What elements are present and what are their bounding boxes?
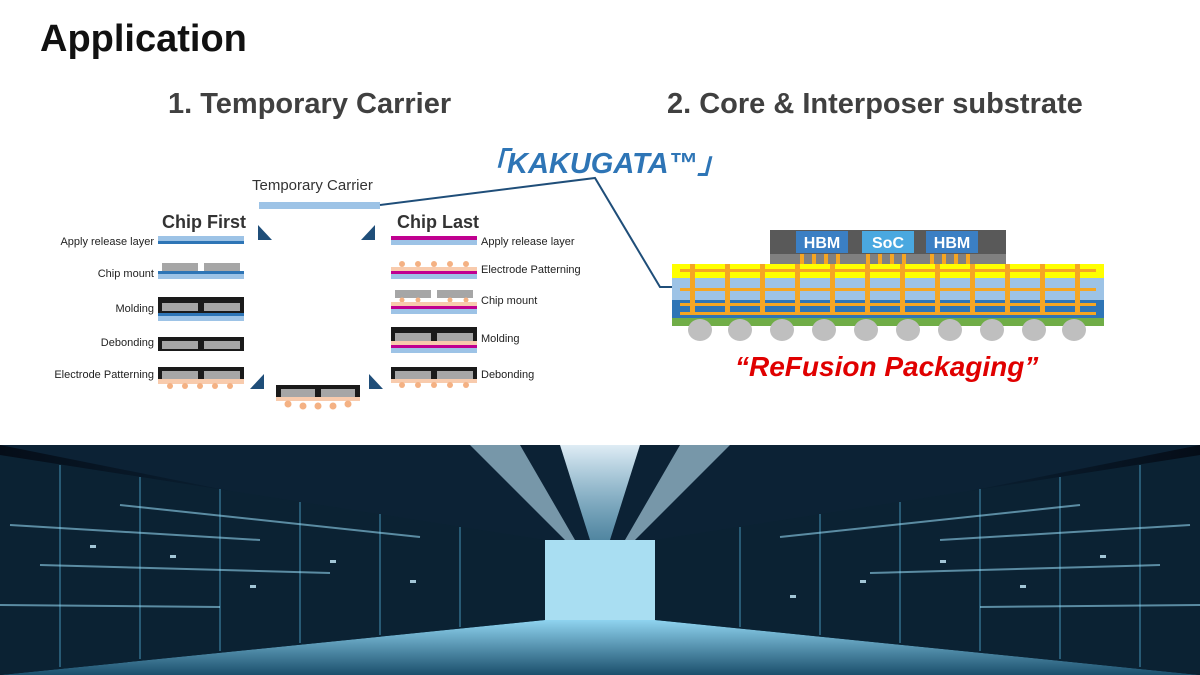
section-title-temporary-carrier: 1. Temporary Carrier [168, 88, 452, 120]
solder-balls [688, 319, 1086, 341]
arrow-to-result-right [369, 374, 383, 389]
section-title-core-interposer: 2. Core & Interposer substrate [667, 88, 1083, 120]
chip-last-step-3: Chip mount [481, 295, 538, 307]
cl-release-1 [391, 236, 477, 240]
cf-chip-5b [204, 371, 240, 379]
chip-first-step-1: Apply release layer [60, 236, 154, 248]
chip-first-heading: Chip First [162, 212, 246, 232]
cf-chip-b [204, 263, 240, 271]
cl-release-2 [391, 271, 477, 274]
cf-rdl-5 [158, 379, 244, 384]
chip-first-step-5: Electrode Patterning [54, 369, 154, 381]
data-center-photo [0, 445, 1200, 675]
cf-chip-4b [204, 341, 240, 349]
cf-chip-5a [162, 371, 198, 379]
cf-chip-3b [204, 303, 240, 311]
chip-last-heading: Chip Last [397, 212, 480, 232]
arrow-chip-first [258, 225, 272, 240]
cf-release-1 [158, 241, 244, 244]
page-title: Application [40, 18, 247, 60]
cl-chip-3b [437, 290, 473, 298]
kakugata-callout: 「KAKUGATA™」 [478, 148, 727, 180]
hbm-chip-2 [926, 231, 978, 253]
data-center-illustration [0, 445, 1200, 675]
chip-first-step-2: Chip mount [97, 268, 154, 280]
cl-chip-5a [395, 371, 431, 379]
cf-release-2 [158, 271, 244, 274]
cl-release-4 [391, 345, 477, 348]
cf-chip-3a [162, 303, 198, 311]
result-package [276, 385, 360, 410]
cl-chip-4b [437, 333, 473, 341]
cf-carrier-3 [158, 316, 244, 321]
cl-carrier-3 [391, 309, 477, 314]
soc-chip [862, 231, 914, 253]
temporary-carrier-bar [259, 202, 380, 209]
cf-chip-a [162, 263, 198, 271]
substrate-traces [680, 264, 1096, 315]
chip-label-hbm-2: HBM [934, 235, 970, 252]
cf-carrier-2 [158, 274, 244, 279]
chip-label-hbm-1: HBM [804, 235, 840, 252]
chip-last-step-4: Molding [481, 333, 520, 345]
cl-rdl-5 [391, 379, 477, 383]
chip-first-step-3: Molding [115, 303, 154, 315]
chip-first-step-4: Debonding [100, 337, 154, 349]
cl-rdl-4 [391, 341, 477, 345]
arrow-chip-last [361, 225, 375, 240]
hbm-chip-1 [796, 231, 848, 253]
interposer-blue [672, 278, 1104, 296]
core-teal [672, 300, 1104, 318]
cf-chip-4a [162, 341, 198, 349]
chip-last-step-1: Apply release layer [481, 236, 575, 248]
refusion-packaging-caption: “ReFusion Packaging” [735, 351, 1039, 382]
temporary-carrier-label: Temporary Carrier [252, 177, 373, 194]
cl-chip-3a [395, 290, 431, 298]
cl-release-3 [391, 306, 477, 309]
chip-last-stack [391, 236, 477, 388]
process-diagram: HBM SoC HBM [158, 176, 1104, 410]
cl-rdl-2 [391, 267, 477, 271]
cl-chip-5b [437, 371, 473, 379]
cl-rdl-3 [391, 302, 477, 306]
chip-first-stack [158, 236, 244, 389]
chip-last-step-2: Electrode Patterning [481, 264, 581, 276]
micro-bumps [800, 254, 970, 264]
cl-carrier-4 [391, 348, 477, 353]
cf-release-3 [158, 313, 244, 316]
refusion-package-illustration: HBM SoC HBM [672, 230, 1104, 341]
arrow-to-result-left [250, 374, 264, 389]
cf-carrier-1 [158, 236, 244, 241]
callout-connector-line [379, 176, 672, 288]
chip-label-soc: SoC [872, 235, 904, 252]
cl-carrier-2 [391, 274, 477, 279]
cl-carrier-1 [391, 240, 477, 245]
core-green [672, 318, 1104, 326]
chip-last-step-5: Debonding [481, 369, 535, 381]
cl-chip-4a [395, 333, 431, 341]
